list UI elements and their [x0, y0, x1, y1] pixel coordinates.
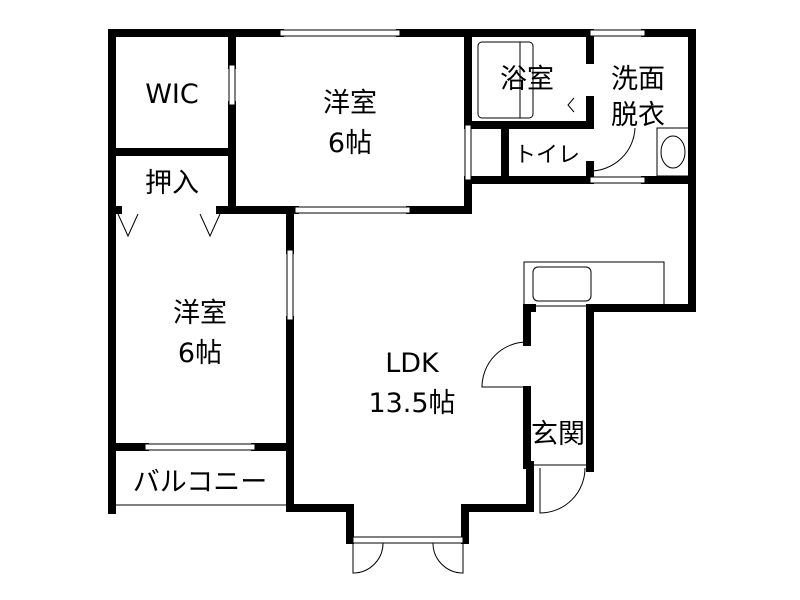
entrance-door: [539, 467, 586, 514]
label-washroom-2: 脱衣: [611, 100, 665, 131]
terrace-door-left: [352, 541, 384, 574]
label-balcony: バルコニー: [133, 467, 267, 498]
label-ldk: LDK: [385, 348, 440, 379]
bath-door: [567, 97, 575, 113]
ldk-door: [481, 341, 528, 388]
closet-door: [117, 213, 139, 238]
walls: [108, 29, 696, 544]
label-western-room-2: 洋室: [173, 298, 227, 329]
size-ldk: 13.5帖: [368, 388, 455, 419]
size-western-room-2: 6帖: [178, 338, 222, 369]
kitchen-sink: [532, 266, 592, 302]
room-labels: WIC 洋室 6帖 浴室 洗面 脱衣 トイレ 押入 洋室 6帖 LDK 13.5…: [133, 64, 665, 498]
washroom-door: [589, 127, 636, 172]
label-western-room-1: 洋室: [323, 88, 377, 119]
bathtub: [477, 41, 534, 119]
label-closet: 押入: [145, 168, 199, 199]
washbasin: [660, 135, 686, 169]
label-bath: 浴室: [500, 64, 554, 95]
label-washroom: 洗面: [611, 64, 665, 95]
label-toilet: トイレ: [514, 143, 580, 168]
label-entrance: 玄関: [531, 419, 585, 450]
size-western-room-1: 6帖: [328, 128, 372, 159]
kitchen-counter: [523, 261, 665, 307]
label-wic: WIC: [145, 79, 199, 110]
windows: [144, 29, 646, 544]
terrace-door-right: [432, 541, 464, 574]
